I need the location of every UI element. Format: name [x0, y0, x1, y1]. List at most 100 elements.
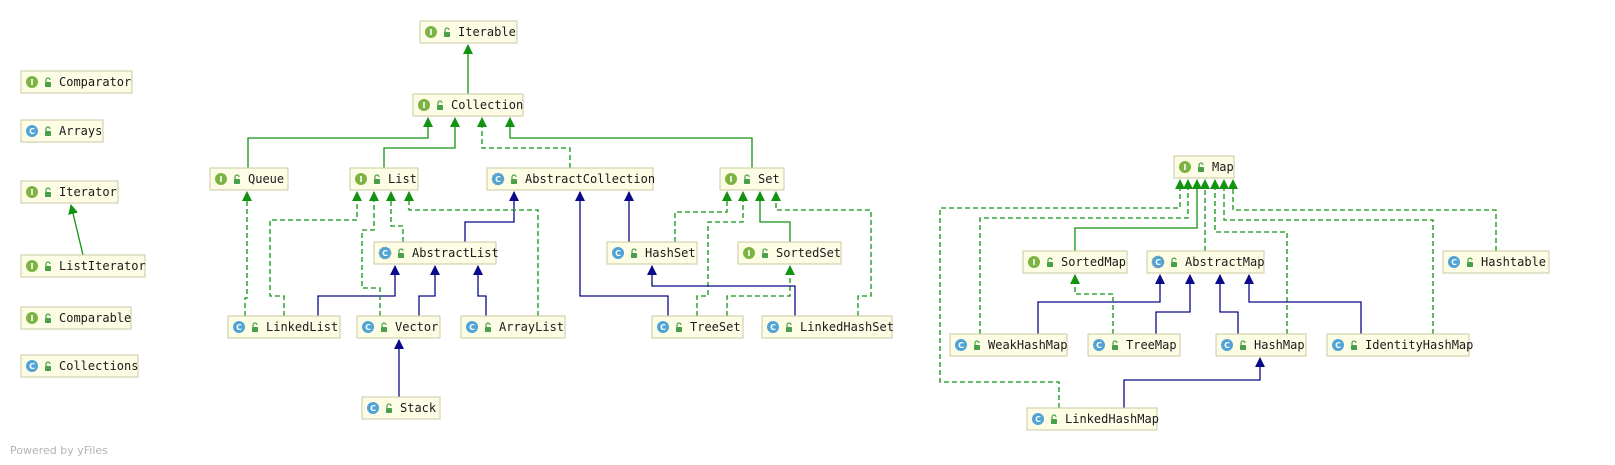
edges-layer — [68, 44, 1497, 408]
interface-badge-icon: I — [215, 173, 227, 185]
node-label: LinkedHashMap — [1065, 412, 1159, 426]
public-lock-icon — [511, 174, 517, 184]
public-lock-icon — [744, 174, 750, 184]
interface-badge-icon: I — [1028, 256, 1040, 268]
public-lock-icon — [1240, 340, 1246, 350]
interface-badge-icon: I — [1179, 161, 1191, 173]
node-label: Arrays — [59, 124, 102, 138]
class-badge-icon: C — [378, 246, 392, 260]
node-label: SortedSet — [776, 246, 841, 260]
public-lock-icon — [45, 361, 51, 371]
svg-text:C: C — [1096, 341, 1102, 350]
svg-text:C: C — [1035, 415, 1041, 424]
node-queue[interactable]: I Queue — [209, 167, 289, 191]
node-map[interactable]: I Map — [1173, 155, 1235, 179]
public-lock-icon — [386, 403, 392, 413]
public-lock-icon — [45, 261, 51, 271]
edge-arraylist-to-abstractlist — [473, 265, 487, 316]
node-box — [419, 20, 518, 44]
edge-linkedhashset-to-set — [771, 191, 872, 316]
edge-linkedhashmap-to-map — [939, 179, 1185, 408]
watermark-text: Powered by yFiles — [10, 444, 108, 457]
interface-badge-icon: I — [418, 99, 430, 111]
class-badge-icon: C — [955, 339, 967, 351]
public-lock-icon — [786, 322, 792, 332]
node-label: WeakHashMap — [988, 338, 1067, 352]
node-label: ArrayList — [499, 320, 564, 334]
public-lock-icon — [374, 174, 380, 184]
node-label: Comparator — [59, 75, 131, 89]
class-badge-icon: C — [657, 321, 669, 333]
public-lock-icon — [1112, 340, 1118, 350]
public-lock-icon — [762, 248, 768, 258]
interface-badge-icon: I — [725, 173, 737, 185]
node-linked-hash-map[interactable]: C LinkedHashMap — [1026, 407, 1159, 431]
node-box — [1087, 333, 1181, 357]
class-badge-icon: C — [767, 321, 779, 333]
node-box — [486, 167, 654, 191]
class-badge-icon: C — [367, 402, 379, 414]
node-box — [460, 315, 566, 339]
node-box — [20, 254, 146, 278]
svg-text:C: C — [365, 323, 371, 332]
edge-linkedhashmap-to-hashmap — [1123, 357, 1265, 408]
svg-text:I: I — [31, 188, 34, 197]
node-box — [1215, 333, 1307, 357]
node-box — [606, 241, 698, 265]
public-lock-icon — [437, 100, 443, 110]
public-lock-icon — [444, 27, 450, 37]
node-label: AbstractList — [412, 246, 499, 260]
node-label: List — [388, 172, 417, 186]
edge-weakhashmap-to-abstractmap — [1037, 274, 1165, 334]
node-label: AbstractMap — [1185, 255, 1264, 269]
edge-arraylist-to-list — [404, 191, 539, 316]
node-box — [349, 167, 419, 191]
node-iterator[interactable]: I Iterator — [20, 180, 119, 204]
node-label: Queue — [248, 172, 284, 186]
node-box — [1022, 250, 1128, 274]
svg-text:C: C — [370, 404, 376, 413]
edge-hashmap-to-abstractmap — [1215, 274, 1239, 334]
edge-linkedlist-to-abstractlist — [317, 265, 400, 316]
node-abstract-list[interactable]: C AbstractList — [373, 241, 499, 265]
class-badge-icon: C — [26, 360, 38, 372]
node-label: Stack — [400, 401, 437, 415]
public-lock-icon — [1171, 257, 1177, 267]
class-badge-icon: C — [1221, 339, 1233, 351]
node-box — [1326, 333, 1470, 357]
node-label: AbstractCollection — [525, 172, 655, 186]
node-label: Iterator — [59, 185, 117, 199]
edge-hashset-to-set — [674, 191, 732, 242]
node-label: Map — [1212, 160, 1234, 174]
svg-text:I: I — [1184, 163, 1187, 172]
node-label: ListIterator — [59, 259, 146, 273]
node-box — [761, 315, 893, 339]
node-weak-hash-map[interactable]: C WeakHashMap — [949, 333, 1068, 357]
node-stack[interactable]: C Stack — [361, 396, 441, 420]
svg-text:I: I — [31, 314, 34, 323]
